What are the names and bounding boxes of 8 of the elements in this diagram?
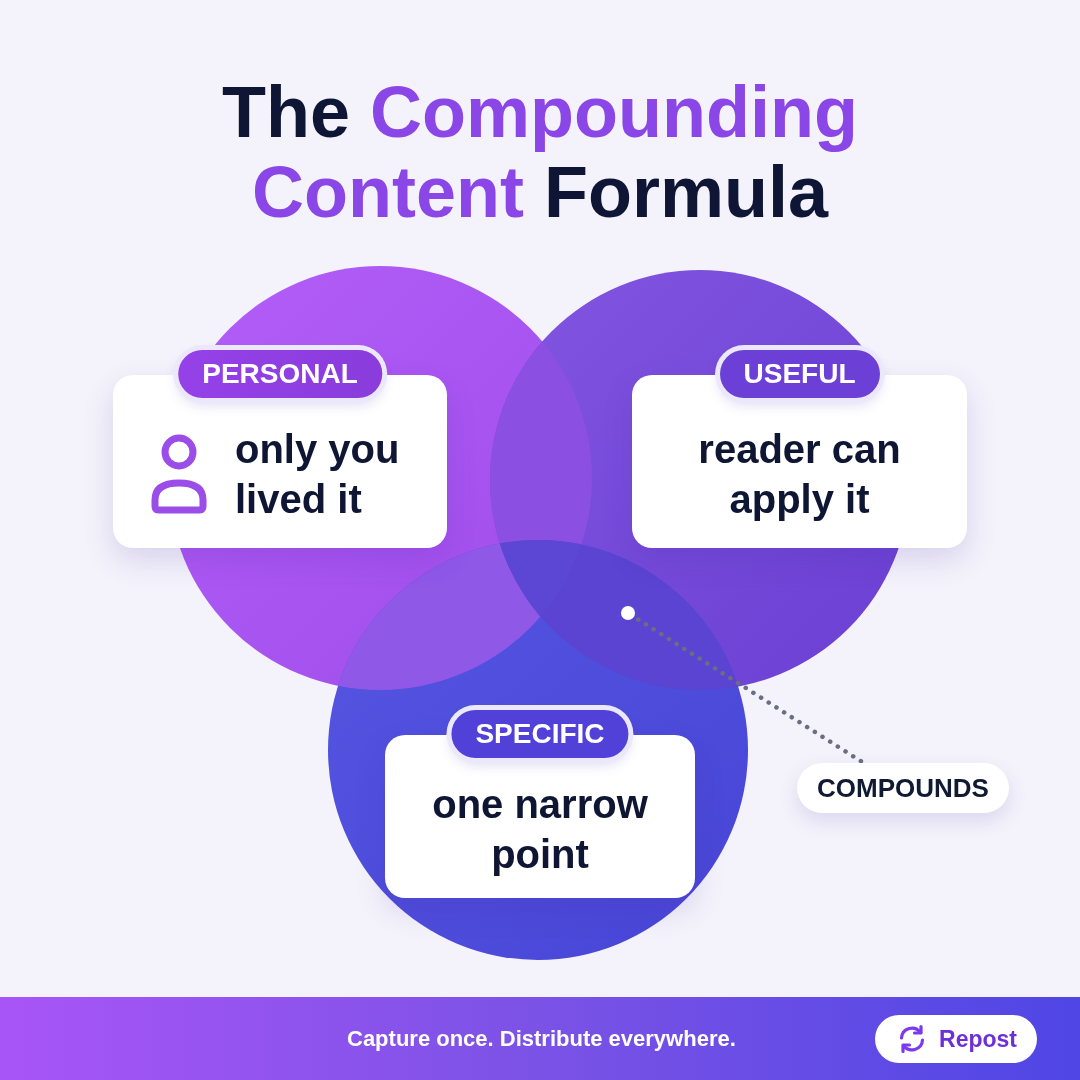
repost-button: Repost [875,1015,1037,1063]
callout-tag: COMPOUNDS [797,763,1009,813]
card-text: one narrow point [431,780,649,878]
footer-tagline: Capture once. Distribute everywhere. [347,1025,736,1053]
title: The Compounding Content Formula [221,72,859,232]
card-text: only you lived it [235,425,401,523]
leader-line [635,616,864,764]
card-text: reader can apply it [697,425,902,523]
